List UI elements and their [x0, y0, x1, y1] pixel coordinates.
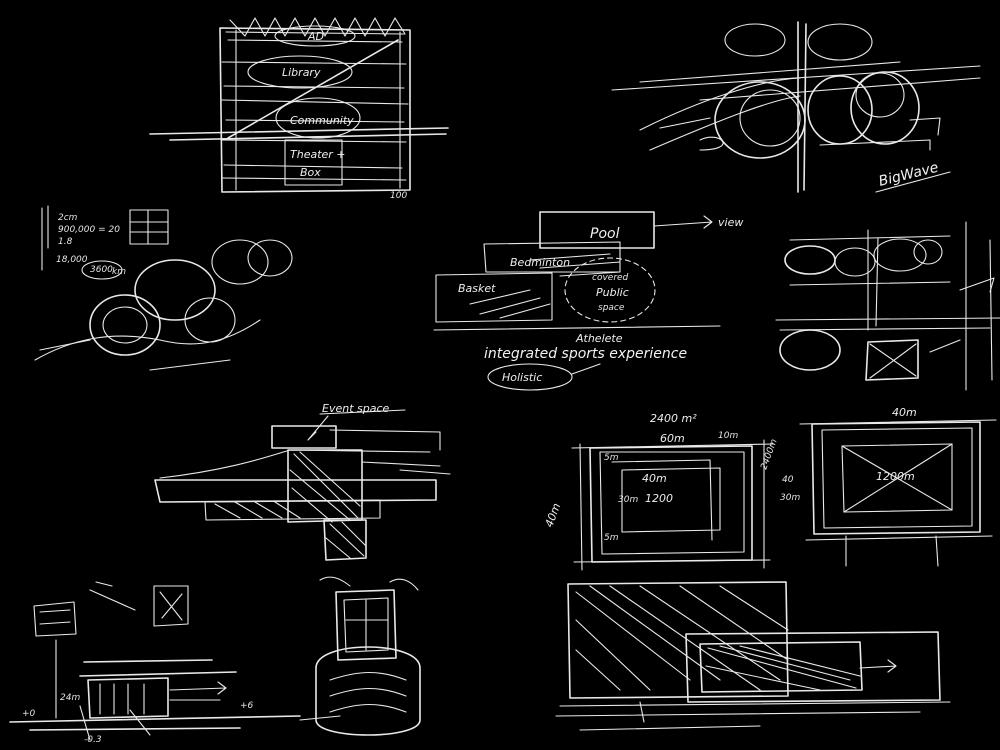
dim-60m: 60m [660, 432, 685, 445]
box-basket: Basket [458, 282, 496, 295]
note-2cm: 2cm [58, 213, 78, 223]
phrase-athelete: Athelete [575, 332, 623, 345]
sketch-event-space: Event space [154, 402, 451, 561]
note-24m: 24m [60, 693, 80, 703]
sketch-program-diagram: Pool Bedminton Basket view covered Publi… [433, 211, 743, 391]
sketch-elevation: +0 -0.3 24m +6 [9, 581, 301, 745]
box-bedminton: Bedminton [510, 256, 570, 269]
label-box: Box [300, 166, 321, 179]
dim-1200: 1200 [645, 492, 673, 505]
sketch-site-scribble: 2cm 900,000 = 20 1.8 18,000 3600 km [34, 205, 293, 371]
note-3600: 3600 [90, 265, 113, 275]
label-library: Library [282, 66, 321, 79]
dim-40m-top: 40m [892, 406, 917, 419]
dim-2400: 2400 m² [650, 412, 697, 425]
label-covered: covered [592, 273, 629, 283]
note-km: km [112, 267, 126, 277]
dim-30m-right: 30m [780, 493, 800, 503]
note-900000: 900,000 = 20 [58, 225, 120, 235]
sketch-tower-section [775, 221, 1000, 391]
dim-30m: 30m [618, 495, 638, 505]
sketch-stacked-section: AD Library Community Theater + Box 100 [149, 17, 449, 201]
dim-40: 40 [782, 475, 794, 485]
dim-5m-top: 5m [604, 453, 619, 463]
note-18: 1.8 [58, 237, 73, 247]
phrase-integrated: integrated sports experience [484, 346, 687, 362]
box-pool: Pool [590, 226, 620, 242]
label-theater: Theater + [290, 148, 346, 161]
dim-40m-inner: 40m [642, 472, 667, 485]
note-plus6: +6 [240, 701, 254, 711]
dim-10m: 10m [718, 431, 738, 441]
label-view: view [718, 216, 743, 229]
label-community: Community [290, 114, 354, 127]
bubble-holistic: Holistic [502, 371, 542, 384]
note-18000: 18,000 [56, 255, 88, 265]
label-corner-100: 100 [390, 191, 407, 201]
sketch-plan-60x40: 2400 m² 60m 10m 40m 5m 40m 30m 1200 5m [543, 412, 775, 571]
label-space: space [598, 303, 625, 313]
label-ad: AD [307, 30, 324, 43]
note-plus0: +0 [22, 709, 36, 719]
sketch-rounded-tower [299, 576, 421, 736]
dim-5m-bottom: 5m [604, 533, 619, 543]
sketch-long-box [555, 581, 951, 731]
note-minus03: -0.3 [84, 735, 102, 745]
label-public: Public [596, 286, 629, 299]
